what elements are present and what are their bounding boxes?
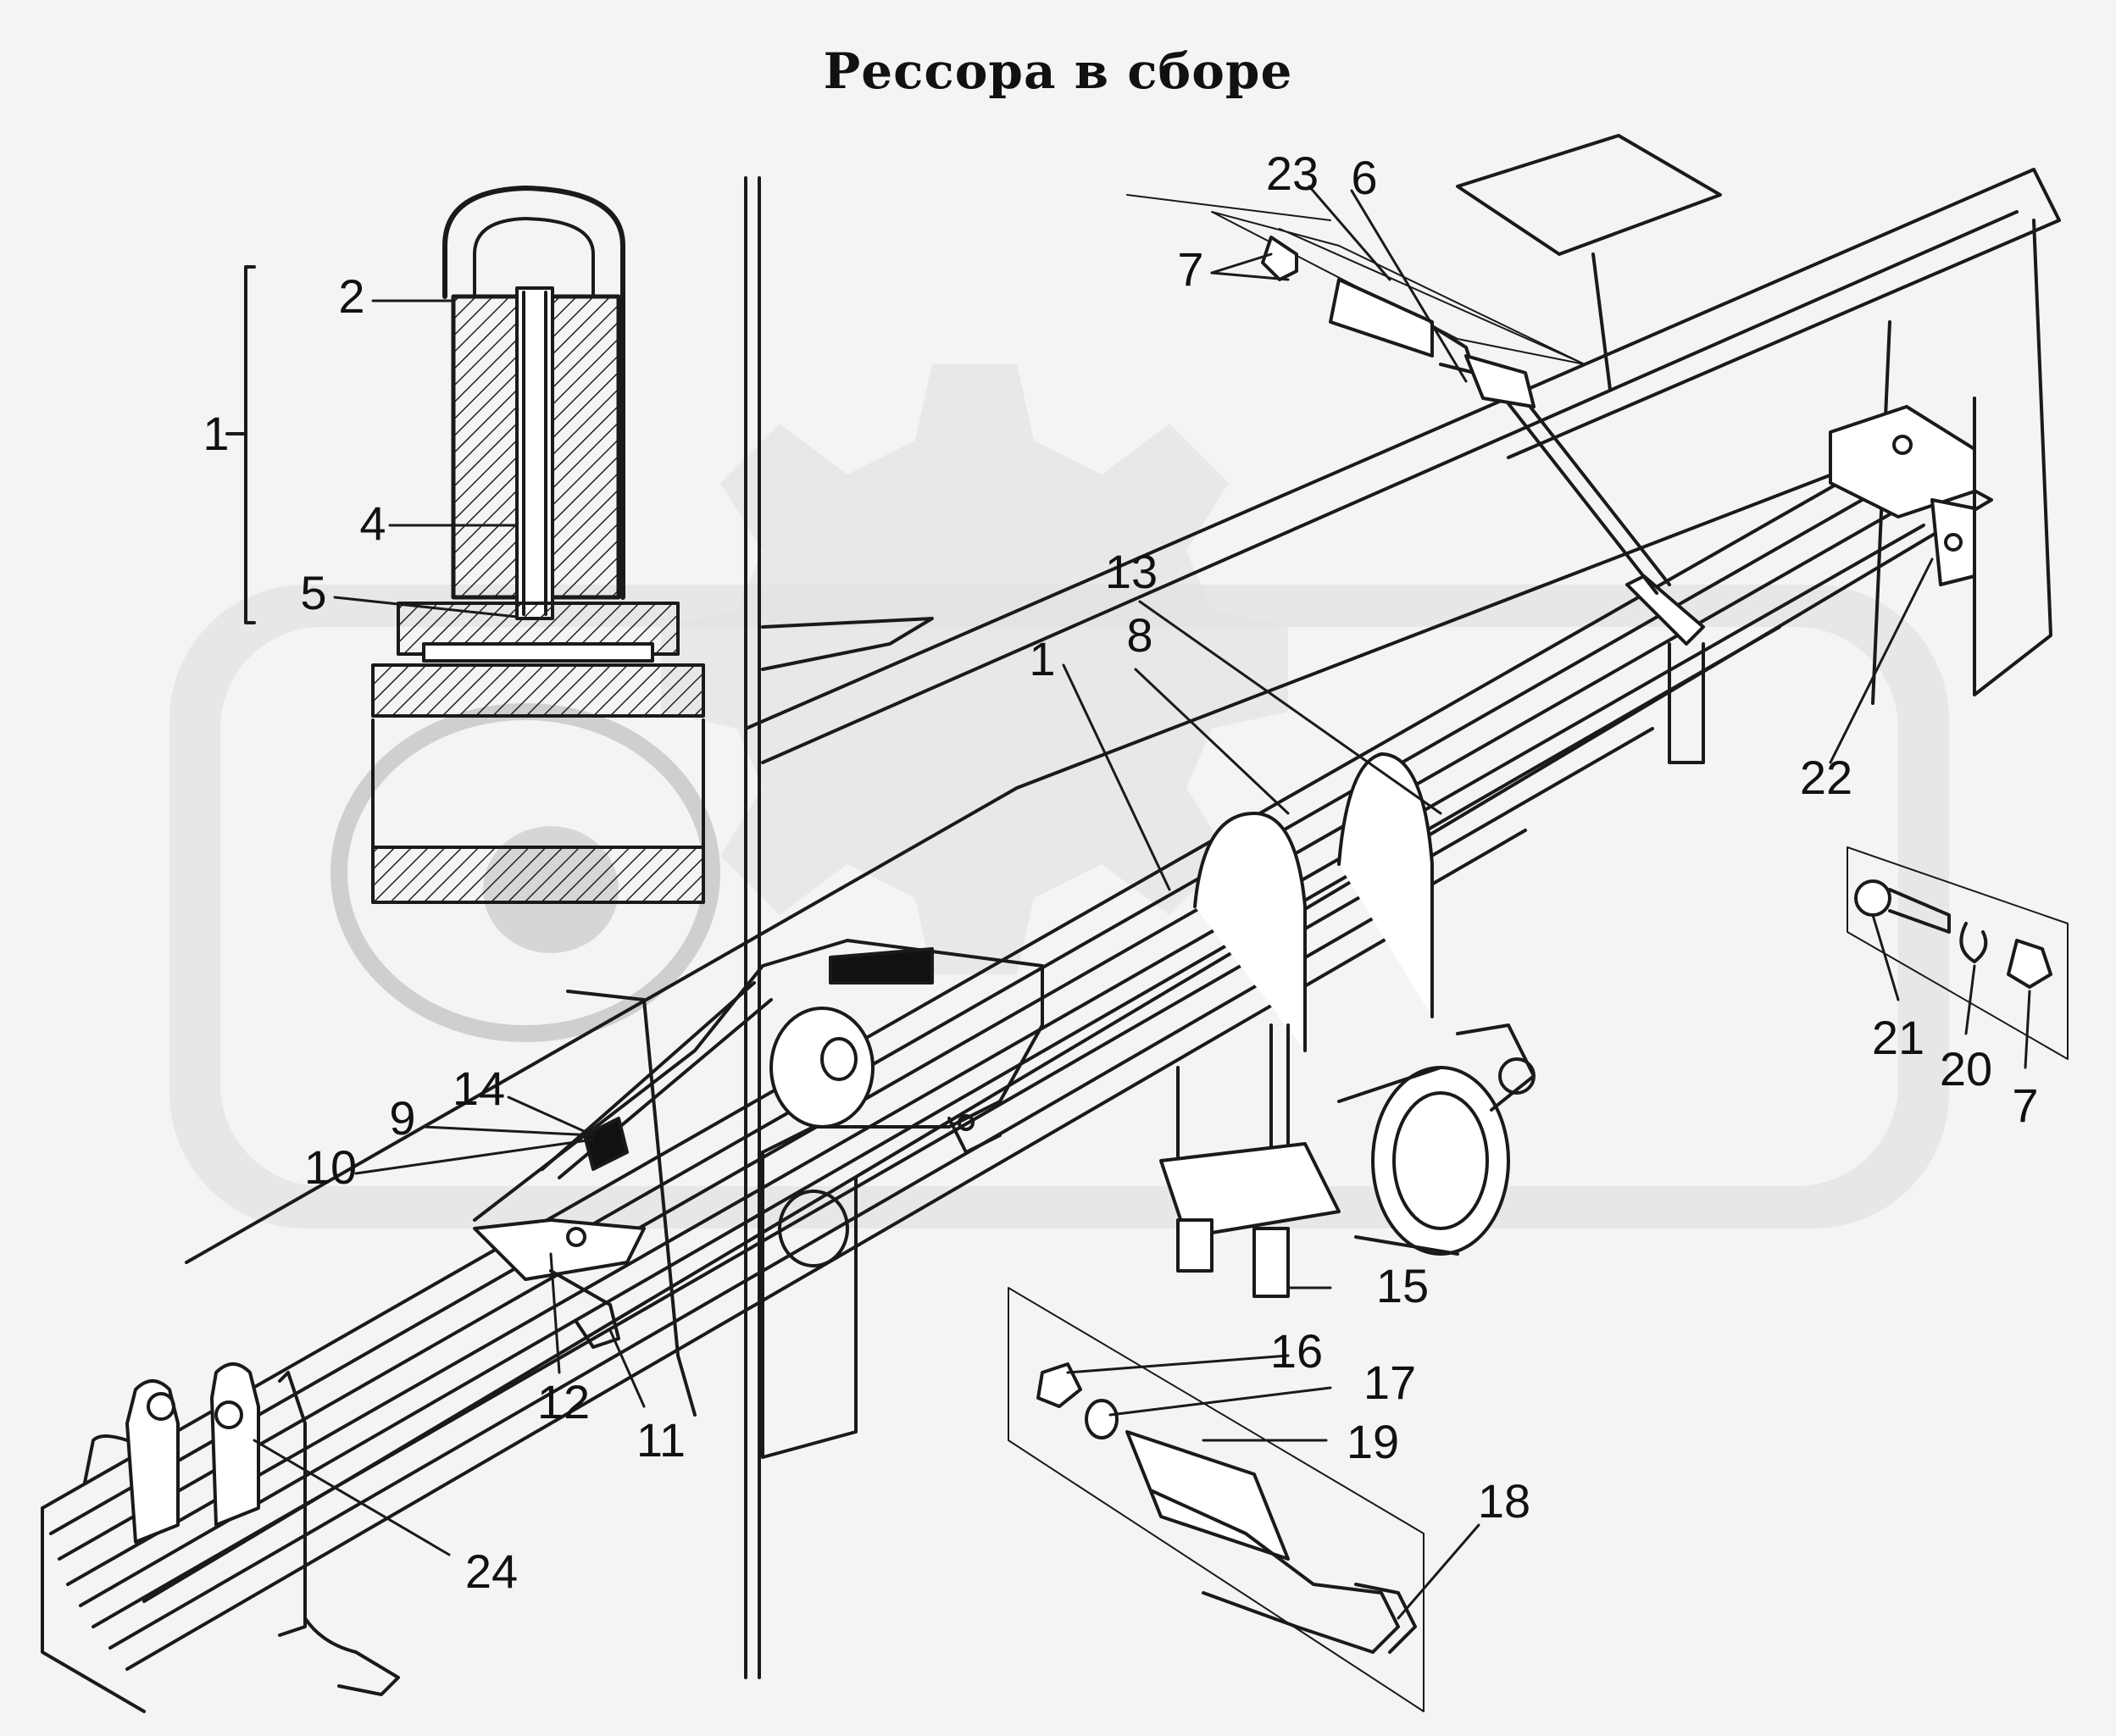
callout-10: 10 [303,1140,358,1194]
u-bolt-clamp [1159,752,1434,1298]
callout-24: 24 [464,1545,519,1598]
callout-13: 13 [1104,545,1158,598]
diagram-title: Рессора в сборе [823,42,1293,100]
callout-12: 12 [536,1375,591,1428]
callout-16: 16 [1269,1324,1324,1378]
callout-17: 17 [1363,1356,1417,1409]
callout-15: 15 [1375,1259,1430,1312]
callout-23: 23 [1265,147,1319,200]
callout-7-right: 7 [2012,1079,2039,1132]
leader-lines [253,185,2031,1620]
callout-2: 2 [338,269,365,323]
callout-6: 6 [1351,151,1378,204]
callout-7-top: 7 [1177,242,1204,296]
frame-rail [744,134,2061,764]
watermark-logo [169,364,1949,1229]
spring-eye [83,1362,400,1696]
callout-8: 8 [1126,608,1153,662]
bolt-group-top [1126,194,1586,408]
front-bracket [473,939,1044,1459]
bolt-group-right [1847,846,2069,1060]
cross-section-inset [225,186,705,904]
callout-9: 9 [389,1091,416,1145]
callout-19: 19 [1346,1415,1400,1468]
callout-18: 18 [1477,1474,1531,1528]
axle-housing [1337,1023,1536,1256]
shackle-link [1502,388,1705,764]
callout-5: 5 [300,566,327,619]
callout-1-inset: 1 [203,407,230,460]
rear-bracket [1829,405,1976,586]
callout-21: 21 [1871,1011,1925,1064]
callout-1-main: 1 [1029,632,1056,685]
callout-22: 22 [1799,751,1853,804]
callout-11: 11 [636,1413,686,1467]
callout-4: 4 [359,496,386,550]
bolt-group-bottom [1008,1287,1425,1712]
callout-14: 14 [452,1062,506,1115]
callout-20: 20 [1939,1042,1993,1095]
